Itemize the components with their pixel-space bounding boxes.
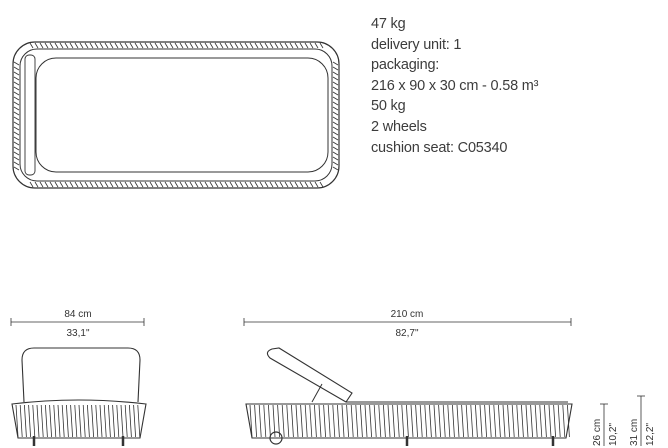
top-view-cushion [35, 57, 329, 173]
front-view-base [11, 399, 147, 439]
seat-height-cm: 26 cm [592, 419, 603, 446]
top-view-headrest [24, 54, 36, 176]
front-view [10, 318, 147, 446]
total-height-in: 12,2" [645, 423, 656, 446]
spec-packaging-size: 216 x 90 x 30 cm - 0.58 m³ [371, 77, 539, 94]
side-view-rope-ribs [249, 404, 570, 438]
side-length-cm: 210 cm [391, 309, 424, 320]
side-view-backrest-support [311, 383, 323, 403]
spec-weight: 47 kg [371, 16, 406, 32]
spec-delivery-unit: delivery unit: 1 [371, 36, 462, 53]
front-width-cm: 84 cm [64, 309, 91, 320]
total-height-cm: 31 cm [629, 419, 640, 446]
spec-packaging-weight: 50 kg [371, 98, 406, 115]
seat-height-in: 10,2" [608, 423, 619, 446]
top-view [12, 41, 340, 189]
front-view-cushion [21, 347, 141, 403]
front-width-in: 33,1" [66, 328, 89, 339]
spec-cushion: cushion seat: C05340 [371, 139, 508, 156]
side-view-backrest [266, 347, 353, 403]
side-length-in: 82,7" [395, 328, 418, 339]
spec-wheels: 2 wheels [371, 118, 427, 135]
side-view-wheel [269, 431, 283, 445]
front-view-rope-ribs [15, 404, 141, 438]
top-view-rope-texture [13, 42, 339, 188]
spec-packaging-label: packaging: [371, 57, 440, 74]
side-view-base [245, 403, 573, 439]
spec-list: 47 kg delivery unit: 1 packaging: 216 x … [371, 14, 538, 158]
side-view [243, 318, 645, 446]
